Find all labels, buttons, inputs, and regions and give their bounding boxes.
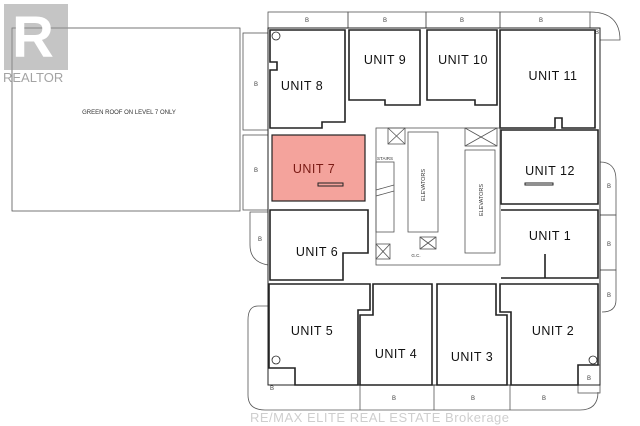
unit-12-label: UNIT 12 [525,164,575,178]
balcony-label: B [595,30,599,36]
balcony-label: B [305,18,309,24]
balcony-label: B [471,396,475,402]
green-roof-area [11,27,241,212]
balcony-label: B [254,82,258,88]
balcony-label: B [539,18,543,24]
realtor-logo: R [4,4,68,70]
unit-10-outline [426,29,498,106]
balcony-label: B [460,18,464,24]
balcony-label: B [542,396,546,402]
brokerage-watermark: RE/MAX ELITE REAL ESTATE Brokerage [250,410,510,425]
unit-7-label: UNIT 7 [293,162,335,176]
unit-3-label: UNIT 3 [451,350,493,364]
unit-1-label: UNIT 1 [529,229,571,243]
unit-9-outline [348,29,421,106]
balcony-label: B [392,396,396,402]
unit-9-label: UNIT 9 [364,53,406,67]
balcony-labels: B B B B B B B B B B B B B B B B [254,18,611,402]
realtor-logo-text: REALTOR [3,70,64,85]
elevators-label-left: ELEVATORS [421,169,427,201]
unit-6-label: UNIT 6 [296,245,338,259]
balcony-label: B [254,168,258,174]
stairs-label: STAIRS [377,156,393,161]
elevators-label-right: ELEVATORS [479,184,485,216]
unit-4-label: UNIT 4 [375,347,417,361]
balcony-label: B [383,18,387,24]
unit-4-outline [359,283,433,386]
unit-12-outline [500,129,599,205]
unit-2-outline [499,283,599,386]
balcony-label: B [587,376,591,382]
unit-6-outline [269,209,369,281]
balcony-label: B [607,184,611,190]
balcony-label: B [258,237,262,243]
realtor-r-glyph: R [12,5,54,70]
unit-10-label: UNIT 10 [438,53,488,67]
gc-label: G.C. [411,253,420,258]
unit-8-outline [269,29,346,129]
balcony-label: B [270,386,274,392]
unit-7-highlight [271,134,366,202]
unit-5-outline [268,283,371,386]
balcony-label: B [607,242,611,248]
unit-3-outline [436,283,508,386]
unit-11-label: UNIT 11 [529,69,578,83]
unit-11-outline [499,29,596,129]
green-roof-label: GREEN ROOF ON LEVEL 7 ONLY [82,110,176,116]
unit-8-label: UNIT 8 [281,79,323,93]
unit-2-label: UNIT 2 [532,324,574,338]
unit-5-label: UNIT 5 [291,324,333,338]
balcony-label: B [607,293,611,299]
core-area [375,127,501,266]
unit-1-outline [501,209,599,279]
